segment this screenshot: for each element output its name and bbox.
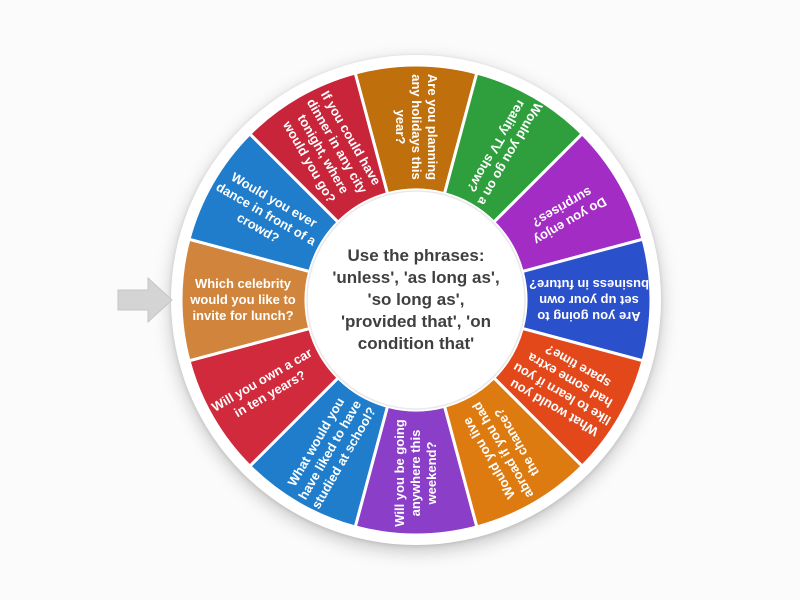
wheel-center-circle bbox=[306, 190, 526, 410]
wheel-segment-5[interactable] bbox=[442, 375, 585, 529]
wheel-segment-6[interactable] bbox=[353, 404, 479, 537]
wheel-segment-9[interactable] bbox=[179, 237, 312, 363]
wheel-segment-4[interactable] bbox=[491, 326, 645, 469]
wheel-segment-0[interactable] bbox=[353, 63, 479, 196]
wheel-segments-group[interactable] bbox=[179, 63, 653, 537]
wheel-segment-11[interactable] bbox=[247, 71, 390, 225]
wheel-segment-8[interactable] bbox=[187, 326, 341, 469]
wheel-segment-1[interactable] bbox=[442, 71, 585, 225]
wheel-segment-3[interactable] bbox=[520, 237, 653, 363]
wheel-segment-7[interactable] bbox=[247, 375, 390, 529]
wheel-segment-10[interactable] bbox=[187, 131, 341, 274]
pointer-arrow-icon bbox=[117, 276, 173, 324]
wheel-segment-2[interactable] bbox=[491, 131, 645, 274]
